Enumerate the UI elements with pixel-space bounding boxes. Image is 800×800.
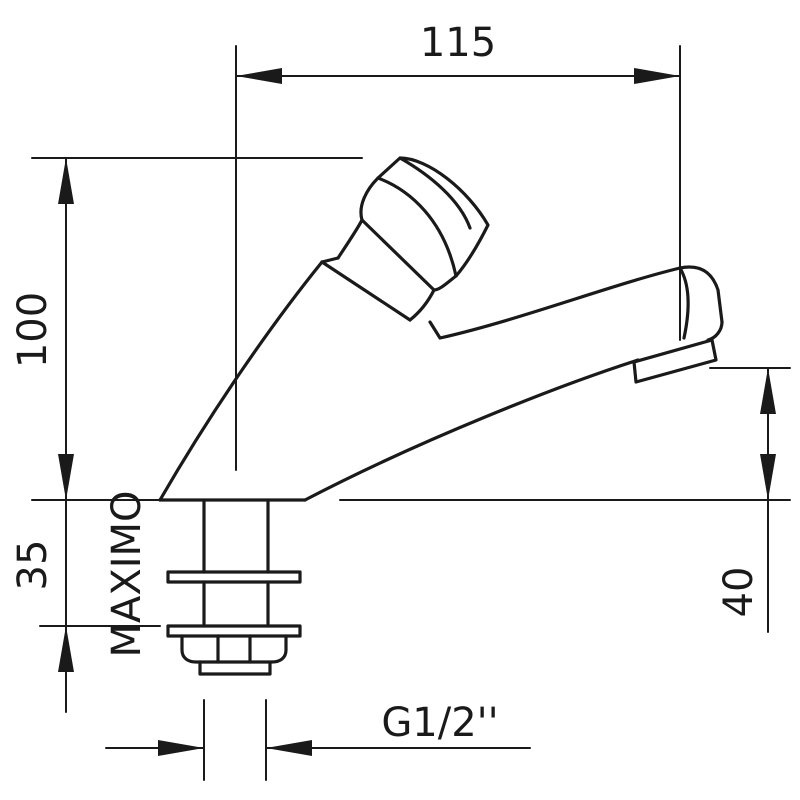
aerator [632,338,718,384]
dimension-height-35 [58,499,74,713]
label-35: 35 [10,540,56,591]
dimension-height-100 [58,157,74,501]
label-115: 115 [420,20,496,66]
extension-lines [31,45,791,781]
label-100: 100 [10,292,56,368]
push-button [320,156,490,322]
shank [166,500,302,676]
dimension-width-115 [235,68,681,84]
label-40: 40 [716,567,762,618]
label-maximo: MAXIMO [104,490,150,657]
dimension-spout-40 [760,367,776,633]
label-thread: G1/2'' [381,700,498,746]
dimension-thread [105,740,531,756]
faucet-body [158,256,724,502]
